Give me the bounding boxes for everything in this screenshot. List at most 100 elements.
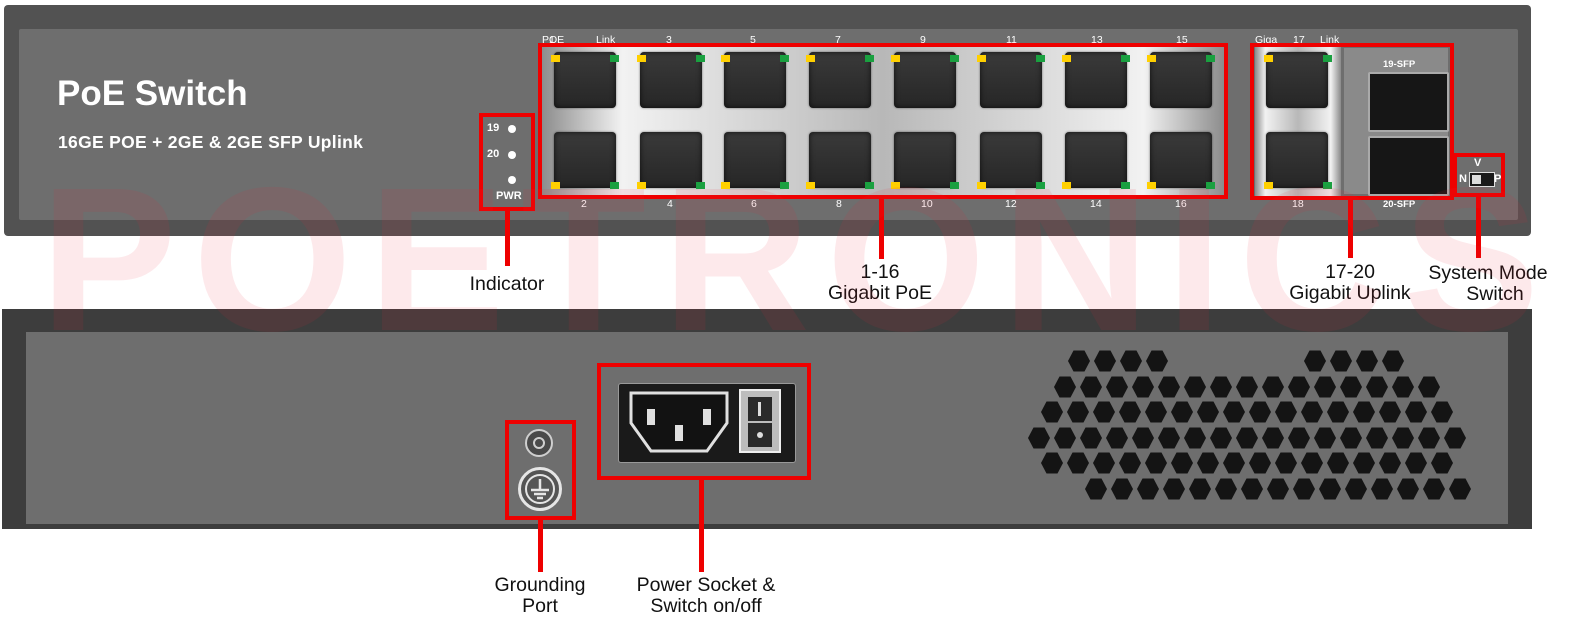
vent-hole — [1449, 478, 1471, 500]
poe-ports-highlight-box — [538, 43, 1228, 199]
uplink-highlight-box — [1250, 43, 1454, 200]
vent-hole — [1371, 478, 1393, 500]
vent-hole — [1345, 478, 1367, 500]
vent-hole — [1366, 376, 1388, 398]
link-led — [1036, 182, 1045, 189]
link-led — [780, 182, 789, 189]
vent-hole — [1041, 452, 1063, 474]
mode-switch[interactable] — [1469, 172, 1495, 187]
port-number-bottom: 2 — [581, 198, 587, 210]
vent-hole — [1379, 452, 1401, 474]
port-17-poe-led — [1264, 55, 1273, 62]
poe-port — [1065, 132, 1127, 188]
vent-hole — [1444, 427, 1466, 449]
port-number-bottom: 12 — [1005, 198, 1017, 210]
poe-led — [551, 55, 560, 62]
port-number-top: 15 — [1176, 34, 1188, 46]
vent-hole — [1163, 478, 1185, 500]
poe-led — [551, 182, 560, 189]
grounding-callout-line — [538, 519, 543, 572]
grounding-caption-line2: Port — [522, 595, 558, 617]
poe-led — [721, 182, 730, 189]
port-number-bottom: 6 — [751, 198, 757, 210]
vent-hole — [1327, 452, 1349, 474]
vent-hole — [1093, 452, 1115, 474]
vent-hole — [1301, 452, 1323, 474]
vent-hole — [1241, 478, 1263, 500]
led-19 — [508, 125, 516, 133]
vent-hole — [1119, 401, 1141, 423]
link-led — [950, 182, 959, 189]
vent-hole — [1304, 350, 1326, 372]
power-callout-line — [699, 479, 704, 572]
port-number-bottom: 14 — [1090, 198, 1102, 210]
port-number-bottom: 4 — [667, 198, 673, 210]
vent-hole — [1330, 350, 1352, 372]
vent-hole — [1215, 478, 1237, 500]
port-17-link-led — [1323, 55, 1332, 62]
poe-port — [1150, 52, 1212, 108]
vent-hole — [1068, 350, 1090, 372]
grounding-screw — [525, 429, 553, 457]
vent-hole — [1405, 401, 1427, 423]
port-number-bottom: 16 — [1175, 198, 1187, 210]
poe-port — [809, 52, 871, 108]
vent-hole — [1106, 427, 1128, 449]
poe-led — [806, 182, 815, 189]
power-switch[interactable] — [739, 389, 781, 453]
vent-hole — [1275, 452, 1297, 474]
vent-hole — [1067, 401, 1089, 423]
vent-hole — [1085, 478, 1107, 500]
vent-hole — [1184, 376, 1206, 398]
vent-hole — [1223, 452, 1245, 474]
poe-port — [554, 132, 616, 188]
vent-hole — [1314, 376, 1336, 398]
uplink-caption-line1: 17-20 — [1325, 261, 1375, 283]
port-number-top: 3 — [666, 34, 672, 46]
port-number-top: 9 — [920, 34, 926, 46]
poe-port — [554, 52, 616, 108]
uplink-callout-line — [1348, 198, 1353, 258]
indicator-label-20: 20 — [487, 148, 500, 160]
uplink-caption-line2: Gigabit Uplink — [1289, 282, 1411, 304]
port-18-label: 18 — [1292, 198, 1304, 210]
vent-hole — [1093, 401, 1115, 423]
vent-hole — [1158, 376, 1180, 398]
vent-hole — [1356, 350, 1378, 372]
vent-hole — [1094, 350, 1116, 372]
link-led — [1036, 55, 1045, 62]
vent-hole — [1080, 376, 1102, 398]
mode-switch-n-label: N — [1459, 173, 1467, 185]
poe-port — [724, 132, 786, 188]
poe-led — [1062, 55, 1071, 62]
vent-hole — [1267, 478, 1289, 500]
vent-hole — [1379, 401, 1401, 423]
link-led — [696, 55, 705, 62]
poe-port — [640, 132, 702, 188]
vent-hole — [1275, 401, 1297, 423]
poe-led — [1147, 55, 1156, 62]
poe-led — [891, 55, 900, 62]
link-led — [865, 182, 874, 189]
vent-hole — [1236, 427, 1258, 449]
power-switch-on — [748, 397, 772, 421]
mode-switch-p-label: P — [1494, 173, 1502, 185]
port-number-top: 1 — [549, 34, 555, 46]
vent-hole — [1262, 376, 1284, 398]
vent-hole — [1223, 401, 1245, 423]
power-switch-off — [748, 423, 772, 447]
vent-hole — [1111, 478, 1133, 500]
vent-hole — [1431, 452, 1453, 474]
poe-led — [977, 55, 986, 62]
vent-hole — [1184, 427, 1206, 449]
vent-hole — [1301, 401, 1323, 423]
power-socket-icon — [627, 389, 731, 455]
mode-switch-knob — [1472, 175, 1481, 184]
vent-hole — [1106, 376, 1128, 398]
vent-hole — [1236, 376, 1258, 398]
indicator-highlight-box — [479, 113, 535, 211]
device-title: PoE Switch — [57, 74, 248, 113]
vent-hole — [1418, 376, 1440, 398]
poe-port — [1065, 52, 1127, 108]
grounding-highlight-box — [505, 420, 576, 520]
